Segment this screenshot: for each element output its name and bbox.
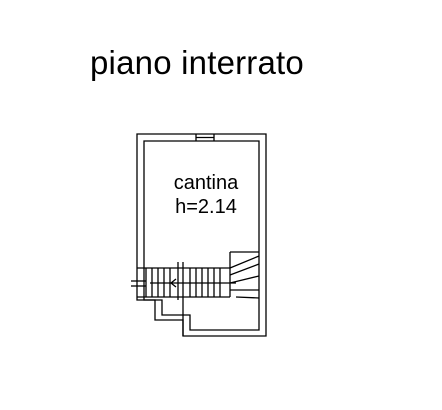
stair-winder	[229, 263, 260, 276]
stair-winder	[229, 275, 260, 284]
outer-wall	[136, 133, 267, 337]
stair-arrow-head	[169, 278, 177, 288]
stair-winder	[229, 255, 260, 269]
stair-winder	[235, 296, 260, 299]
inner-wall	[143, 140, 260, 331]
room-height: h=2.14	[175, 196, 237, 218]
room-name: cantina	[173, 172, 239, 194]
floor-title: piano interrato	[90, 44, 304, 81]
